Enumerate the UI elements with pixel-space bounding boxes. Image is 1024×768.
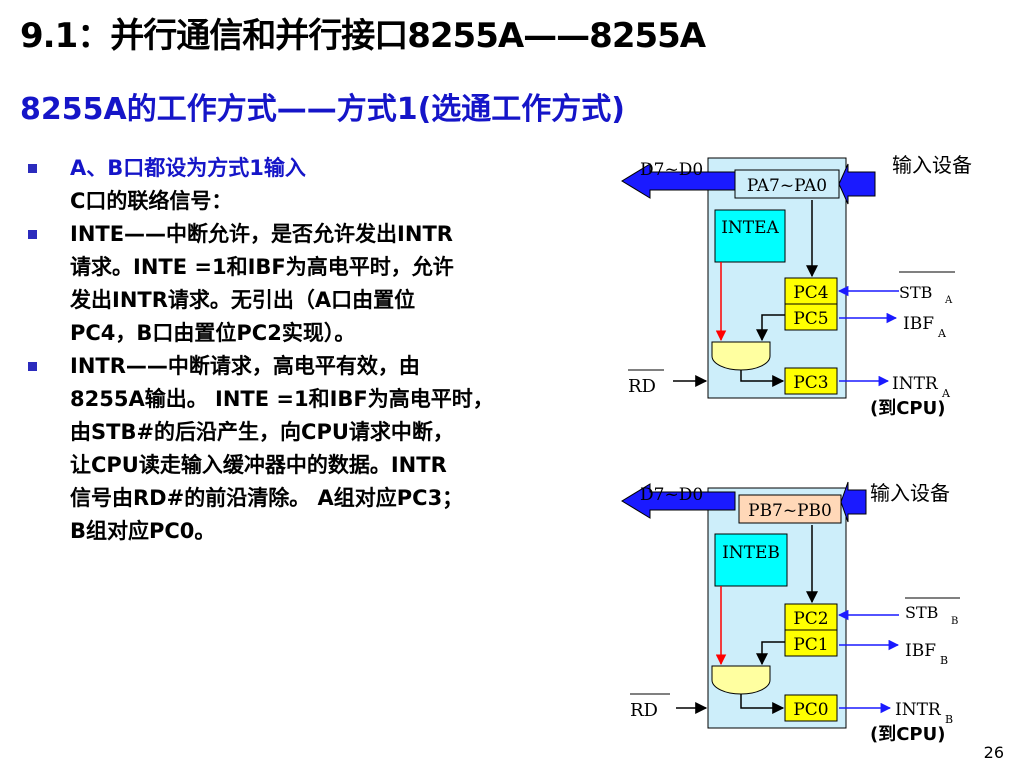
pc-mid-box [784,629,838,657]
stb-label: STB [905,603,938,622]
bullet-subtext: C口的联络信号： [70,189,233,213]
bullet-line: 由STB#的后沿产生，向CPU请求中断， [70,420,454,444]
pc-mid-label: PC1 [793,635,828,655]
port-box [734,169,840,199]
pc-upper-label: PC4 [793,283,828,303]
input-arrow-icon [838,163,876,205]
pc-low-label: PC0 [793,700,828,720]
stb-subscript: B [951,616,958,627]
diagram-port-b: D7~D0 PB7~PB0 输入设备 INTEB PC2 PC1 PC0 STB… [621,481,960,745]
page-subtitle: 8255A的工作方式——方式1(选通工作方式) [20,92,626,127]
port-label: PB7~PB0 [748,501,832,521]
bus-arrow-icon [621,483,736,519]
bullet-line: INTE——中断允许，是否允许发出INTR [70,222,453,246]
port-box [738,494,842,524]
pc-upper-label: PC2 [793,609,828,629]
bullet-line: 让CPU读走输入缓冲器中的数据。INTR [70,453,447,477]
connector-line [740,694,785,714]
inte-label: INTEB [722,543,780,563]
bullet-line: 发出INTR请求。无引出（A口由置位 [70,288,416,312]
square-bullet-icon [28,362,37,371]
pc-low-box [784,367,838,395]
bullet-line: 8255A输出。 INTE =1和IBF为高电平时， [70,387,494,411]
connector-line [756,641,785,666]
connector-line [756,314,785,342]
ibf-label: IBF [905,641,936,661]
input-arrow-icon [840,481,867,523]
pc-low-box [784,694,838,722]
page-title: 9.1：并行通信和并行接口8255A——8255A [20,16,706,56]
bus-label: D7~D0 [640,160,703,180]
input-device-label: 输入设备 [870,481,950,505]
bus-label: D7~D0 [640,485,703,505]
inte-box [714,533,788,587]
port-label: PA7~PA0 [747,176,827,196]
square-bullet-icon [28,230,37,239]
intr-subscript: A [941,387,951,400]
pc-mid-box [784,303,838,331]
intr-subscript: B [945,713,953,726]
ibf-label: IBF [903,314,934,334]
ibf-subscript: B [940,654,948,667]
rd-label: RD [628,376,656,397]
pc-low-label: PC3 [793,373,828,393]
bullet-line: 信号由RD#的前沿清除。 A组对应PC3； [70,486,464,510]
bullet-line: PC4，B口由置位PC2实现）。 [70,321,356,345]
bus-arrow-icon [621,163,736,199]
diagram-port-a: D7~D0 PA7~PA0 输入设备 INTEA PC4 PC5 PC3 STB… [621,153,972,419]
stb-subscript: A [944,295,953,306]
bullet-item: INTE——中断允许，是否允许发出INTR 请求。INTE =1和IBF为高电平… [28,218,588,350]
rd-label: RD [630,700,658,721]
inte-label: INTEA [721,218,779,238]
bullet-line: 请求。INTE =1和IBF为高电平时，允许 [70,255,454,279]
inte-box [714,209,786,263]
bullet-line: B组对应PC0。 [70,519,216,543]
ibf-subscript: A [937,327,947,340]
pc-mid-label: PC5 [793,309,828,329]
to-cpu-label: (到CPU) [870,398,945,419]
bullet-line: INTR——中断请求，高电平有效，由 [70,354,420,378]
square-bullet-icon [28,164,37,173]
pc-upper-box [784,603,838,631]
and-gate-icon [711,341,771,371]
page-number: 26 [983,743,1004,762]
intr-label: INTR [895,700,942,720]
input-device-label: 输入设备 [892,153,972,177]
pc-upper-box [784,277,838,305]
stb-label: STB [899,283,932,302]
to-cpu-label: (到CPU) [870,724,945,745]
intr-label: INTR [892,374,939,394]
connector-line [740,370,785,387]
bullet-item: INTR——中断请求，高电平有效，由 8255A输出。 INTE =1和IBF为… [28,350,588,548]
and-gate-icon [711,665,771,695]
bullet-text: A、B口都设为方式1输入 [70,156,306,180]
bullet-item: A、B口都设为方式1输入 [28,152,588,185]
bullet-list: A、B口都设为方式1输入 C口的联络信号： INTE——中断允许，是否允许发出I… [28,152,588,548]
